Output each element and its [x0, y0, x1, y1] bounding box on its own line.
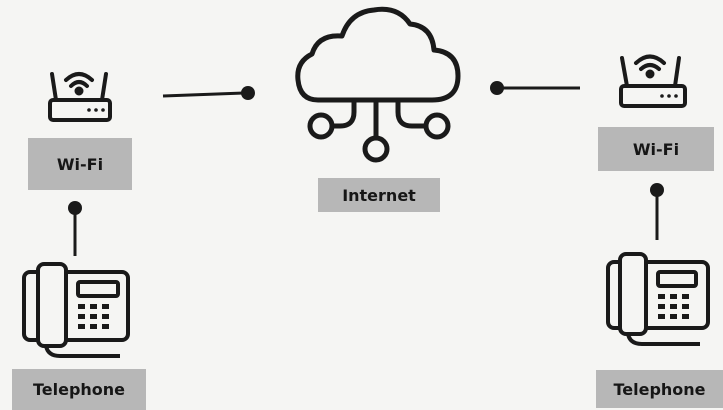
internet-label: Internet: [318, 178, 440, 212]
connector-cloud-right-router: [490, 81, 580, 95]
telephone-label-right: Telephone: [596, 370, 723, 408]
wifi-label-right: Wi-Fi: [598, 127, 714, 171]
cloud-network-icon: [295, 6, 461, 163]
wifi-router-icon-left: [48, 72, 112, 122]
connector-left-router-phone: [68, 201, 82, 256]
wifi-router-icon-right: [619, 54, 687, 108]
connector-right-router-phone: [650, 183, 664, 240]
connector-left-router-cloud: [162, 86, 255, 100]
wifi-label-left: Wi-Fi: [28, 138, 132, 190]
telephone-label-left: Telephone: [12, 369, 146, 410]
desk-telephone-icon-right: [606, 252, 710, 346]
desk-telephone-icon-left: [22, 262, 130, 358]
